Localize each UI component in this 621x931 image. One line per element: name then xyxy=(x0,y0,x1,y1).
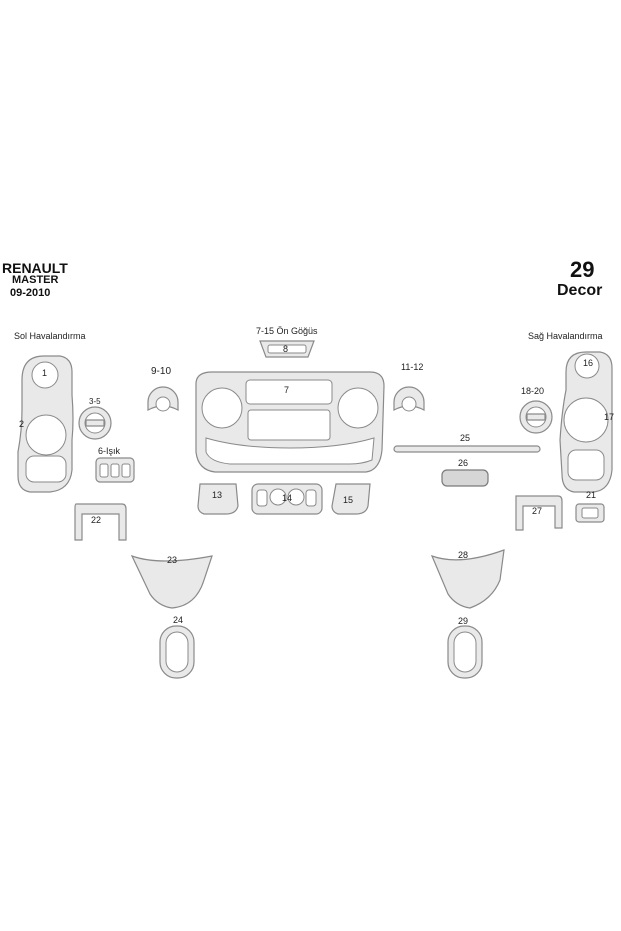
left-vent-title: Sol Havalandırma xyxy=(14,331,86,341)
model-title: MASTER xyxy=(12,274,59,286)
part-label-6: 6-Işık xyxy=(98,446,121,456)
part-14 xyxy=(251,483,323,515)
part-right-vent-panel xyxy=(559,351,613,493)
part-label-11-12: 11-12 xyxy=(401,362,424,372)
part-left-vent-panel xyxy=(17,355,74,493)
part-label-22: 22 xyxy=(91,515,102,525)
kit-name: Decor xyxy=(557,282,603,299)
part-label-17: 17 xyxy=(604,412,615,422)
part-label-13: 13 xyxy=(212,490,223,500)
part-21 xyxy=(575,503,605,523)
part-22 xyxy=(74,503,127,541)
part-23 xyxy=(130,554,213,609)
part-label-7: 7 xyxy=(284,385,290,395)
part-label-8: 8 xyxy=(283,344,289,354)
part-15 xyxy=(331,483,371,515)
part-label-18-20: 18-20 xyxy=(521,386,545,396)
part-25-strip xyxy=(393,445,541,453)
part-11-12 xyxy=(393,386,425,412)
part-label-3-5: 3-5 xyxy=(89,397,101,406)
part-8 xyxy=(259,340,315,358)
part-27 xyxy=(515,495,563,531)
front-panel-title: 7-15 Ön Göğüs xyxy=(256,326,318,336)
part-3-5 xyxy=(78,406,112,440)
part-13 xyxy=(197,483,239,515)
part-label-23: 23 xyxy=(167,555,178,565)
part-28 xyxy=(430,549,505,609)
part-label-27: 27 xyxy=(532,506,543,516)
part-9-10 xyxy=(147,386,179,412)
part-label-21: 21 xyxy=(586,490,597,500)
part-label-9-10: 9-10 xyxy=(151,366,172,377)
part-7-center-frame xyxy=(195,371,385,473)
part-label-26: 26 xyxy=(458,458,469,468)
part-29 xyxy=(447,625,483,679)
part-label-24: 24 xyxy=(173,615,184,625)
part-label-25: 25 xyxy=(460,433,471,443)
part-count: 29 xyxy=(570,257,595,282)
part-26 xyxy=(441,469,489,487)
part-18-20 xyxy=(519,400,553,434)
part-label-2: 2 xyxy=(19,419,25,429)
right-vent-title: Sağ Havalandırma xyxy=(528,331,603,341)
part-label-28: 28 xyxy=(458,550,469,560)
part-label-29: 29 xyxy=(458,616,469,626)
part-label-1: 1 xyxy=(42,368,48,378)
part-label-15: 15 xyxy=(343,495,354,505)
part-label-14: 14 xyxy=(282,493,293,503)
part-24 xyxy=(159,625,195,679)
part-label-16: 16 xyxy=(583,358,594,368)
part-6-light-panel xyxy=(95,457,135,483)
brand-title: RENAULT xyxy=(2,260,68,276)
years-label: 09-2010 xyxy=(10,287,51,299)
